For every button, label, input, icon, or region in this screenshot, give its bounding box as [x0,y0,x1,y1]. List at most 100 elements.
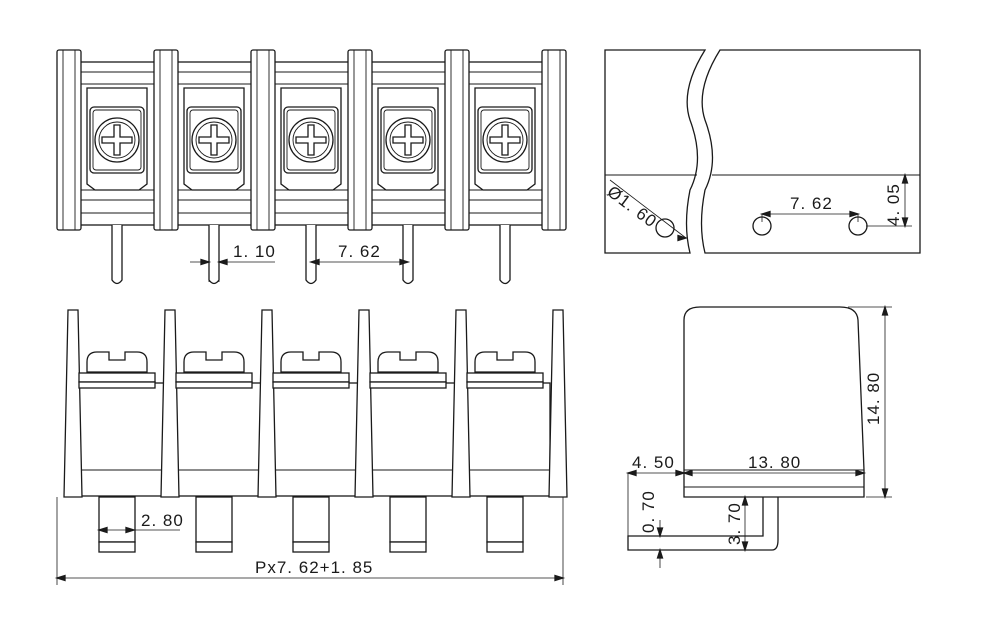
dimension-arrow [741,541,749,553]
dimension-arrow [308,258,320,266]
dimension-arrow [759,210,771,218]
solder-pin [111,225,123,285]
barrier-wall [347,49,373,231]
dimension-arrow [554,574,566,582]
dimension-arrow [741,494,749,506]
clamp-plate [272,381,350,389]
barrier-wall [548,309,568,498]
barrier-wall [257,309,277,498]
pitch-label: 7. 62 [338,242,381,261]
terminal-clamp-inner [286,109,336,171]
pin-length-label: 2. 80 [141,511,184,530]
screw-head-side [280,351,342,373]
pcb-hole [655,218,675,238]
dimension-arrow [200,258,212,266]
screw-head-inner [389,121,427,159]
pin-block [98,496,136,543]
barrier-wall [153,49,179,231]
screw-head [94,117,140,163]
pcb-right-part [700,49,921,254]
side-view-top: Ø1. 60 7. 62 4. 05 [604,49,921,254]
side-view: 14. 80 4. 50 13. 80 0. 70 3. 70 [625,304,892,568]
terminal-clamp [283,106,339,174]
screw-head-side [377,351,439,373]
dimension-arrow [96,526,108,534]
screw-cross-slot [295,124,327,156]
dimension-arrow [681,469,693,477]
pin-block [292,496,330,543]
solder-pin [402,225,414,285]
offset-label: 4. 05 [884,183,903,226]
washer [175,372,253,383]
solder-pin [499,225,511,285]
dimension-arrow [677,234,689,242]
clamp-plate [78,381,156,389]
dimension-arrow [849,210,861,218]
pin-tip [389,541,427,553]
barrier-wall [451,309,471,498]
pin-tip [292,541,330,553]
offset-label: 4. 50 [632,453,675,472]
height-label: 14. 80 [864,372,883,425]
screw-cross-slot [392,124,424,156]
bent-pin [627,497,779,551]
screw-head-side [183,351,245,373]
dimension-arrow [881,488,889,500]
screw-head-inner [195,121,233,159]
terminal-clamp [186,106,242,174]
washer [466,372,544,383]
screw-head-inner [98,121,136,159]
pcb-left-part [604,49,707,254]
pin-block [389,496,427,543]
terminal-clamp-inner [189,109,239,171]
clamp-plate [175,381,253,389]
dimension-arrow [399,258,411,266]
clamp-plate [466,381,544,389]
pin-label: 3. 70 [725,502,744,545]
diameter-leader [609,179,687,239]
barrier-wall [541,49,567,231]
pin-width-label: 1. 10 [233,242,276,261]
solder-pin [305,225,317,285]
dimension-arrow [901,172,909,184]
pin-block [486,496,524,543]
screw-head-inner [292,121,330,159]
top-view: 1. 10 7. 62 [56,49,567,285]
terminal-body [76,382,551,497]
barrier-wall [56,49,82,231]
dimension-arrow [54,574,66,582]
dimension-arrow [675,469,687,477]
dimension-arrow [216,258,228,266]
total-length-label: Px7. 62+1. 85 [255,558,373,577]
screw-head-side [86,351,148,373]
terminal-side-body [683,306,865,498]
screw-cross-slot [198,124,230,156]
pin-block [195,496,233,543]
dimension-arrow [656,547,664,559]
dimension-arrow [656,527,664,539]
terminal-clamp [477,106,533,174]
washer [78,372,156,383]
screw-cross-slot [489,124,521,156]
dimension-arrow [901,217,909,229]
screw-cross-slot [101,124,133,156]
terminal-clamp [89,106,145,174]
dimension-arrow [625,469,637,477]
pin-tip [486,541,524,553]
pin-tip [98,541,136,553]
terminal-clamp-inner [92,109,142,171]
barrier-wall [63,309,83,498]
screw-head-inner [486,121,524,159]
screw-head [191,117,237,163]
barrier-wall [444,49,470,231]
clamp-plate [369,381,447,389]
pitch-label: 7. 62 [790,194,833,213]
hole-diameter-label: Ø1. 60 [604,182,661,232]
thickness-label: 0. 70 [639,490,658,533]
dimension-arrow [125,526,137,534]
pin-tip [195,541,233,553]
depth-label: 13. 80 [748,453,801,472]
solder-pin [208,225,220,285]
washer [272,372,350,383]
barrier-wall [354,309,374,498]
